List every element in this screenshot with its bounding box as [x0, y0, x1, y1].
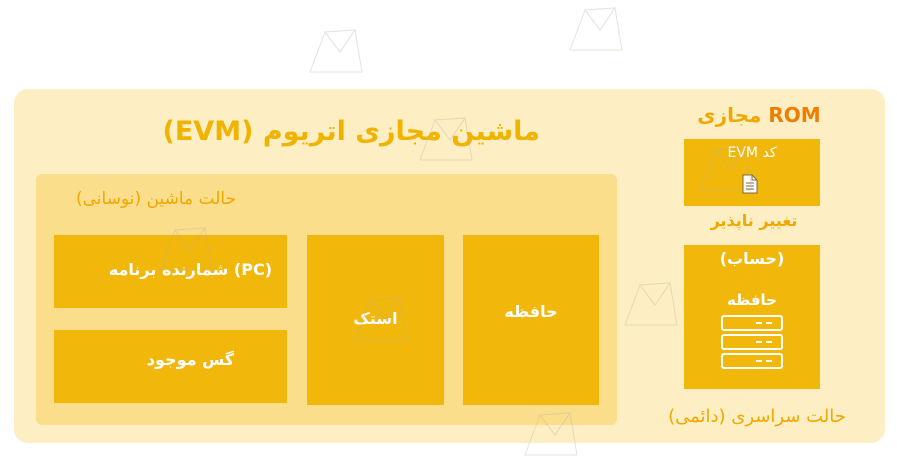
- watermark-logo-icon: [150, 220, 220, 284]
- global-state-label: حالت سراسری (دائمی): [668, 406, 846, 427]
- watermark-logo-icon: [300, 22, 370, 86]
- program-counter-box: [54, 235, 287, 308]
- document-icon: [742, 174, 758, 198]
- storage-label: حافظه: [727, 291, 777, 309]
- immutable-label: تغییر ناپذیر: [710, 211, 798, 230]
- watermark-logo-icon: [345, 290, 415, 354]
- watermark-logo-icon: [410, 110, 480, 174]
- stack-label: استک: [353, 309, 398, 328]
- machine-state-title: حالت ماشین (نوسانی): [76, 189, 237, 209]
- available-gas-label: گس موجود: [146, 350, 234, 369]
- rom-title-accent: ROM: [768, 103, 821, 127]
- memory-box: [463, 235, 599, 405]
- evm-code-label: کد EVM: [727, 145, 777, 161]
- server-icon: [720, 314, 784, 374]
- stack-box: [307, 235, 444, 405]
- available-gas-box: [54, 330, 287, 403]
- account-label: (حساب): [719, 249, 785, 268]
- evm-code-box: [684, 139, 820, 206]
- watermark-logo-icon: [560, 0, 630, 64]
- watermark-logo-icon: [515, 405, 585, 469]
- rom-title-rest: مجازی: [697, 103, 769, 127]
- virtual-rom-title: ROM مجازی: [684, 101, 834, 129]
- watermark-logo-icon: [615, 275, 685, 339]
- evm-title: ماشین مجازی اتریوم (EVM): [162, 116, 540, 147]
- watermark-logo-icon: [690, 140, 760, 204]
- memory-label: حافظه: [504, 302, 558, 321]
- program-counter-label: (PC) شمارنده برنامه: [108, 260, 272, 279]
